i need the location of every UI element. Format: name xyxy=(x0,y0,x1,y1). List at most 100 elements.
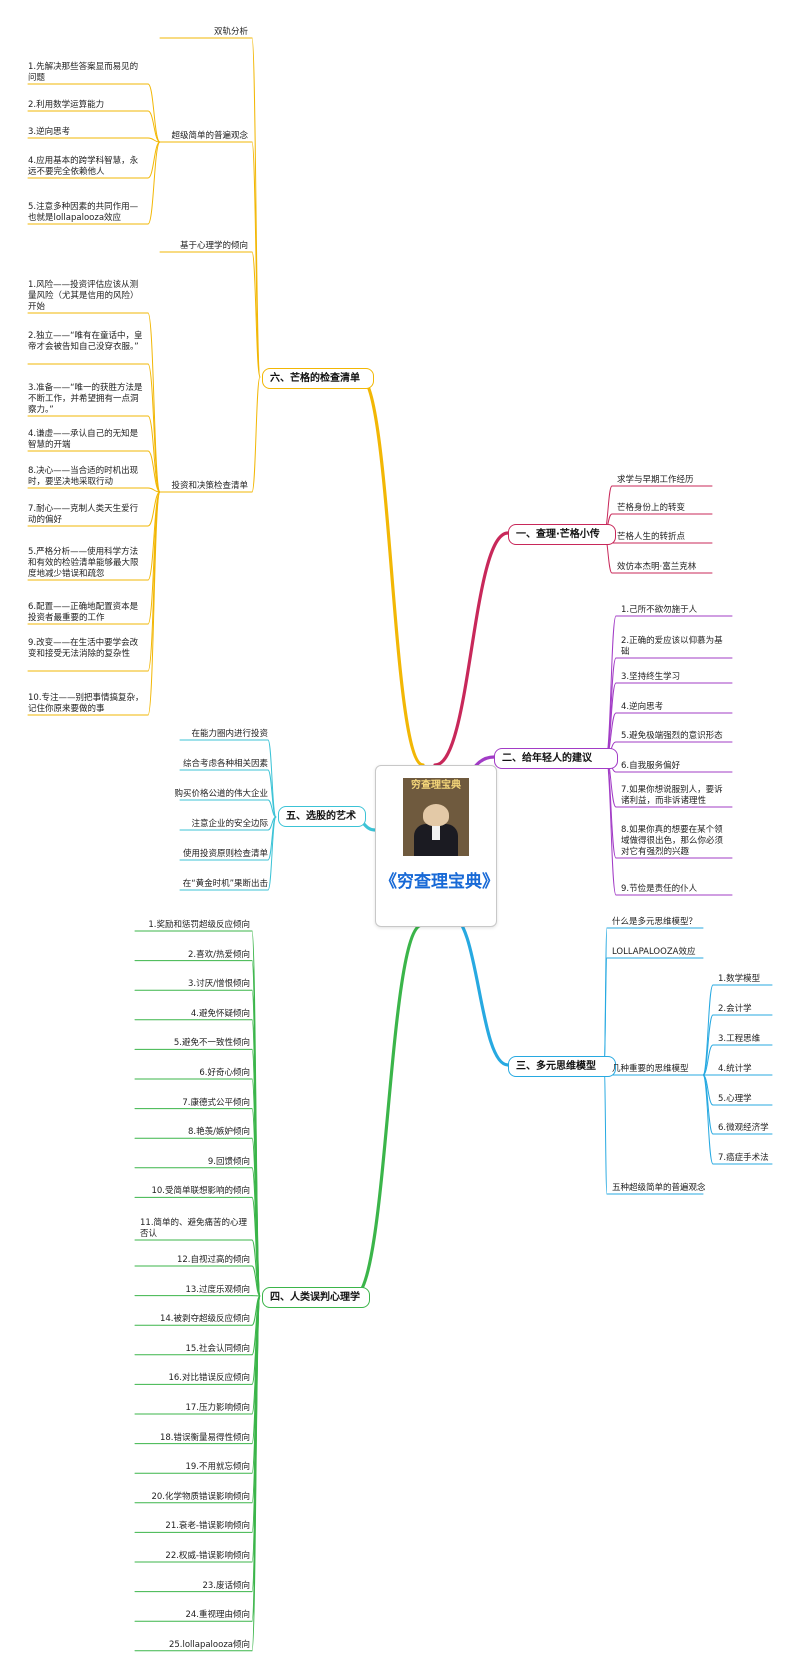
leaf-b6-check-0[interactable]: 1.风险——投资评估应该从测量风险（尤其是信用的风险）开始 xyxy=(28,280,139,312)
leaf-b6-check-5[interactable]: 7.耐心——克制人类天生爱行动的偏好 xyxy=(28,504,139,525)
leaf-b2-3[interactable]: 4.逆向思考 xyxy=(621,702,664,712)
leaf-b6-check-9[interactable]: 10.专注——别把事情搞复杂，记住你原来要做的事 xyxy=(28,693,144,714)
leaf-b2-0[interactable]: 1.己所不欲勿施于人 xyxy=(621,605,698,615)
leaf-b2-8[interactable]: 9.节俭是责任的仆人 xyxy=(621,884,698,894)
leaf-b4-17[interactable]: 18.错误衡量易得性倾向 xyxy=(159,1432,250,1443)
leaf-b6-check-2[interactable]: 3.准备——“唯一的获胜方法是不断工作，并希望拥有一点洞察力。” xyxy=(28,383,143,415)
connector-line xyxy=(605,756,617,859)
branch-b6[interactable]: 六、芒格的检查清单 xyxy=(262,368,374,389)
connector-line xyxy=(147,110,161,143)
leaf-b6-3[interactable]: 投资和决策检查清单 xyxy=(171,481,248,491)
connector-line xyxy=(251,1265,261,1297)
leaf-b4-19[interactable]: 20.化学物质错误影响倾向 xyxy=(151,1491,250,1502)
leaf-b2-7[interactable]: 8.如果你真的想要在某个领域做得很出色，那么你必须对它有强烈的兴趣 xyxy=(621,825,724,857)
leaf-b1-2[interactable]: 芒格人生的转折点 xyxy=(617,532,686,542)
book-cover-title: 穷查理宝典 xyxy=(411,780,461,791)
leaf-b5-3[interactable]: 注意企业的安全边际 xyxy=(191,819,268,829)
connector-line xyxy=(147,363,161,493)
leaf-b4-18[interactable]: 19.不用就忘倾向 xyxy=(185,1462,250,1473)
connector-line xyxy=(267,769,277,818)
connector-line xyxy=(352,923,424,1298)
leaf-b4-24[interactable]: 25.lollapalooza倾向 xyxy=(168,1639,250,1650)
leaf-b6-check-3[interactable]: 4.谦虚——承认自己的无知是智慧的开端 xyxy=(28,429,139,450)
connector-line xyxy=(147,491,161,716)
leaf-b4-23[interactable]: 24.重视理由倾向 xyxy=(185,1610,250,1621)
leaf-b5-4[interactable]: 使用投资原则检查清单 xyxy=(182,849,268,859)
leaf-b4-1[interactable]: 2.喜欢/热爱倾向 xyxy=(188,949,250,960)
branch-b1[interactable]: 一、查理·芒格小传 xyxy=(508,524,616,545)
central-topic-title: 《穷查理宝典》 xyxy=(380,872,499,892)
leaf-b4-15[interactable]: 16.对比错误反应倾向 xyxy=(168,1373,250,1384)
leaf-b6-simple-1[interactable]: 2.利用数学运算能力 xyxy=(28,100,105,110)
branch-b5[interactable]: 五、选股的艺术 xyxy=(278,806,366,827)
branch-b3[interactable]: 三、多元思维模型 xyxy=(508,1056,616,1077)
leaf-b4-16[interactable]: 17.压力影响倾向 xyxy=(185,1403,250,1413)
leaf-b4-22[interactable]: 23.废话倾向 xyxy=(202,1580,250,1591)
central-topic[interactable]: 穷查理宝典 《穷查理宝典》 xyxy=(375,765,499,927)
branch-b4[interactable]: 四、人类误判心理学 xyxy=(262,1287,370,1308)
leaf-b3-sub-1[interactable]: 2.会计学 xyxy=(718,1004,752,1014)
connector-line xyxy=(267,739,277,818)
leaf-b3-sub-2[interactable]: 3.工程思维 xyxy=(718,1034,761,1044)
connector-line xyxy=(603,1064,608,1195)
leaf-b4-20[interactable]: 21.衰老-错误影响倾向 xyxy=(165,1521,250,1532)
connector-line xyxy=(147,141,161,225)
leaf-b2-5[interactable]: 6.自我服务偏好 xyxy=(621,761,681,771)
leaf-b6-simple-3[interactable]: 4.应用基本的跨学科智慧，永远不要完全依赖他人 xyxy=(28,156,139,177)
leaf-b2-4[interactable]: 5.避免极端强烈的意识形态 xyxy=(621,731,723,741)
leaf-b6-2[interactable]: 基于心理学的倾向 xyxy=(179,241,248,251)
book-cover-image: 穷查理宝典 xyxy=(403,778,469,856)
connector-line xyxy=(433,531,510,767)
leaf-b6-check-1[interactable]: 2.独立——“唯有在童话中，皇帝才会被告知自己没穿衣服。” xyxy=(28,331,143,352)
leaf-b4-9[interactable]: 10.受简单联想影响的倾向 xyxy=(151,1186,250,1197)
leaf-b3-sub-3[interactable]: 4.统计学 xyxy=(718,1064,752,1074)
leaf-b4-0[interactable]: 1.奖励和惩罚超级反应倾向 xyxy=(148,920,250,930)
leaf-b6-1[interactable]: 超级简单的普遍观念 xyxy=(171,131,248,141)
leaf-b5-2[interactable]: 购买价格公道的伟大企业 xyxy=(174,789,268,799)
leaf-b6-simple-2[interactable]: 3.逆向思考 xyxy=(28,127,71,137)
leaf-b3-2[interactable]: 几种重要的思维模型 xyxy=(612,1064,689,1074)
leaf-b4-13[interactable]: 14.被剥夺超级反应倾向 xyxy=(159,1314,250,1325)
leaf-b2-2[interactable]: 3.坚持终生学习 xyxy=(621,672,681,682)
leaf-b4-5[interactable]: 6.好奇心倾向 xyxy=(199,1068,250,1078)
leaf-b6-check-4[interactable]: 8.决心——当合适的时机出现时，要坚决地采取行动 xyxy=(28,466,139,487)
leaf-b4-8[interactable]: 9.回馈倾向 xyxy=(207,1156,250,1167)
leaf-b1-3[interactable]: 效仿本杰明·富兰克林 xyxy=(617,562,697,572)
connector-line xyxy=(147,312,161,493)
leaf-b3-sub-6[interactable]: 7.癌症手术法 xyxy=(718,1153,769,1163)
leaf-b2-6[interactable]: 7.如果你想说服别人，要诉诸利益，而非诉诸理性 xyxy=(621,785,723,806)
leaf-b4-2[interactable]: 3.讨厌/憎恨倾向 xyxy=(188,979,250,990)
leaf-b3-3[interactable]: 五种超级简单的普遍观念 xyxy=(612,1183,706,1193)
leaf-b3-sub-0[interactable]: 1.数学模型 xyxy=(718,974,761,984)
leaf-b5-1[interactable]: 综合考虑各种相关因素 xyxy=(182,759,268,769)
leaf-b4-11[interactable]: 12.自视过高的倾向 xyxy=(176,1255,250,1265)
leaf-b6-check-7[interactable]: 6.配置——正确地配置资本是投资者最重要的工作 xyxy=(28,602,139,623)
leaf-b3-sub-5[interactable]: 6.微观经济学 xyxy=(718,1123,769,1133)
leaf-b1-1[interactable]: 芒格身份上的转变 xyxy=(617,503,686,513)
leaf-b6-0[interactable]: 双轨分析 xyxy=(213,27,248,37)
leaf-b1-0[interactable]: 求学与早期工作经历 xyxy=(617,475,694,485)
leaf-b3-0[interactable]: 什么是多元思维模型？ xyxy=(612,917,698,927)
branch-b2[interactable]: 二、给年轻人的建议 xyxy=(494,748,618,769)
leaf-b4-6[interactable]: 7.康德式公平倾向 xyxy=(182,1097,250,1108)
leaf-b6-check-6[interactable]: 5.严格分析——使用科学方法和有效的检验清单能够最大限度地减少错误和疏忽 xyxy=(28,547,139,579)
leaf-b6-simple-0[interactable]: 1.先解决那些答案显而易见的问题 xyxy=(28,62,139,83)
leaf-b5-0[interactable]: 在能力圈内进行投资 xyxy=(191,729,268,739)
leaf-b4-12[interactable]: 13.过度乐观倾向 xyxy=(185,1284,250,1295)
connector-line xyxy=(358,375,425,767)
leaf-b5-5[interactable]: 在“黄金时机”果断出击 xyxy=(182,879,268,889)
leaf-b3-1[interactable]: LOLLAPALOOZA效应 xyxy=(612,947,696,957)
leaf-b4-7[interactable]: 8.艳羡/嫉妒倾向 xyxy=(188,1127,250,1138)
connector-line xyxy=(147,487,161,493)
leaf-b4-4[interactable]: 5.避免不一致性倾向 xyxy=(173,1038,250,1049)
leaf-b4-3[interactable]: 4.避免怀疑倾向 xyxy=(190,1008,250,1019)
leaf-b6-simple-4[interactable]: 5.注意多种因素的共同作用—也就是lollapalooza效应 xyxy=(28,202,139,223)
leaf-b4-10[interactable]: 11.简单的、避免痛苦的心理否认 xyxy=(140,1218,248,1239)
portrait-shirt xyxy=(432,824,440,840)
leaf-b2-1[interactable]: 2.正确的爱应该以仰慕为基础 xyxy=(621,636,723,657)
leaf-b4-14[interactable]: 15.社会认同倾向 xyxy=(185,1343,250,1354)
leaf-b6-check-8[interactable]: 9.改变——在生活中要学会改变和接受无法消除的复杂性 xyxy=(28,638,139,659)
leaf-b4-21[interactable]: 22.权威-错误影响倾向 xyxy=(165,1551,250,1561)
leaf-b3-sub-4[interactable]: 5.心理学 xyxy=(718,1094,752,1104)
